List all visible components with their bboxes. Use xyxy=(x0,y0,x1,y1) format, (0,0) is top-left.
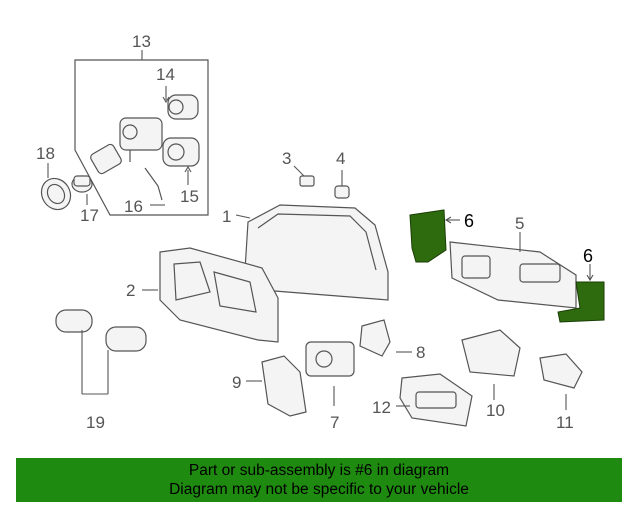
part-15-switch xyxy=(162,137,200,185)
part-5-control-panel xyxy=(449,232,577,309)
part-18-ring xyxy=(40,163,72,211)
assembly-13-frame xyxy=(74,50,209,216)
callout-19: 19 xyxy=(86,413,105,432)
part-17-knob xyxy=(71,175,93,205)
part-11-switch xyxy=(539,353,583,410)
callout-17: 17 xyxy=(80,206,99,225)
callout-13: 13 xyxy=(132,32,151,51)
callout-3: 3 xyxy=(282,149,291,168)
callout-6-right: 6 xyxy=(583,246,593,266)
callout-11: 11 xyxy=(556,413,574,432)
part-1-instrument-cluster xyxy=(235,204,389,301)
part-2-cluster-bezel xyxy=(142,247,279,343)
part-16-cable xyxy=(144,167,165,206)
callout-15: 15 xyxy=(180,187,199,206)
part-6-bracket-right xyxy=(557,264,605,323)
part-14-lock-cylinder xyxy=(162,86,199,120)
banner-line-1: Part or sub-assembly is #6 in diagram xyxy=(188,462,450,479)
callout-14: 14 xyxy=(156,65,175,84)
callout-16: 16 xyxy=(124,197,143,216)
part-13-switch-body xyxy=(90,117,163,175)
callout-1: 1 xyxy=(222,207,231,226)
callout-9: 9 xyxy=(232,373,241,392)
callout-18: 18 xyxy=(36,144,55,163)
callout-2: 2 xyxy=(126,281,135,300)
callout-10: 10 xyxy=(486,401,505,420)
part-3-clip xyxy=(293,165,315,187)
part-4-clip xyxy=(334,170,350,199)
part-6-bracket-left xyxy=(409,209,460,263)
part-9-trim-panel xyxy=(246,355,307,417)
banner-line-2: Diagram may not be specific to your vehi… xyxy=(169,481,469,498)
info-banner: Part or sub-assembly is #6 in diagram Di… xyxy=(16,458,622,502)
parts-diagram: 13 14 15 16 18 17 xyxy=(36,32,605,432)
callout-12: 12 xyxy=(372,398,391,417)
callout-8: 8 xyxy=(416,343,425,362)
part-10-switch xyxy=(461,329,521,400)
callout-6-left: 6 xyxy=(464,211,474,231)
callout-4: 4 xyxy=(336,149,345,168)
callout-5: 5 xyxy=(515,214,524,233)
part-12-switch-panel xyxy=(396,373,473,427)
callout-7: 7 xyxy=(330,413,339,432)
part-7-switch xyxy=(305,341,355,406)
part-19-knobs xyxy=(55,309,147,395)
part-8-bracket xyxy=(359,319,412,357)
